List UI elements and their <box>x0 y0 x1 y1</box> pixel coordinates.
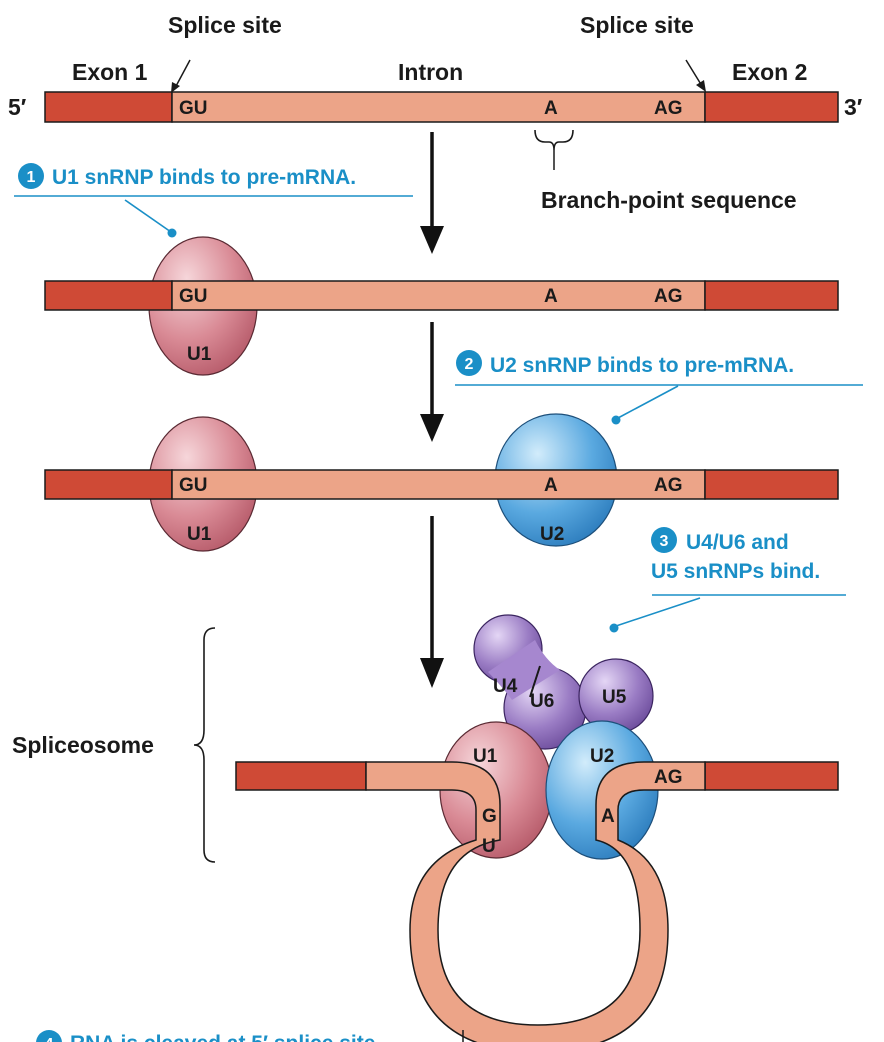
five-prime-label: 5′ <box>8 94 27 120</box>
arrow-1-head <box>420 226 444 254</box>
exon1-segment-spliceosome <box>235 761 367 791</box>
ag-seq: AG <box>654 98 683 119</box>
exon2-segment <box>704 280 839 311</box>
splice-site-right-label: Splice site <box>580 12 694 38</box>
intron-loop <box>365 761 706 1042</box>
exon1-segment <box>44 469 173 500</box>
u6-label: U6 <box>530 691 554 712</box>
exon2-label: Exon 2 <box>732 59 807 85</box>
step3-text-line2: U5 snRNPs bind. <box>651 560 820 583</box>
pre-mrna-row-2: GU A AG U1 <box>44 236 839 376</box>
exon2-segment-spliceosome <box>704 761 839 791</box>
pre-mrna-row-3: GU A AG U1 U2 <box>44 413 839 552</box>
intron-label: Intron <box>398 59 463 85</box>
u4-label: U4 <box>493 676 518 697</box>
exon2-segment <box>704 469 839 500</box>
branch-point-brace <box>534 129 574 151</box>
exon1-segment <box>44 91 173 123</box>
g-seq-spliceosome: G <box>482 806 497 827</box>
u1-label-row2: U1 <box>187 344 212 365</box>
step3-leader <box>615 597 701 627</box>
step2-text: U2 snRNP binds to pre-mRNA. <box>490 354 794 377</box>
step1-leader <box>124 199 172 233</box>
step4-text: RNA is cleaved at 5′ splice site. <box>70 1032 381 1042</box>
splice-site-right-pointer <box>685 59 703 87</box>
gu-seq: GU <box>179 475 208 496</box>
u4-u6-snrnp: U4 U6 <box>473 614 587 750</box>
step3-leader-dot <box>609 623 619 633</box>
a-seq: A <box>544 98 558 119</box>
u4-u6-neck <box>488 640 560 700</box>
step1-leader-dot <box>167 228 177 238</box>
gu-seq: GU <box>179 286 208 307</box>
exon1-segment <box>44 280 173 311</box>
u5-snrnp: U5 <box>578 658 654 734</box>
step4-number-badge <box>36 1030 62 1042</box>
step2-leader-dot <box>611 415 621 425</box>
step3-number-badge <box>651 527 677 553</box>
splice-site-left-arrowhead <box>171 82 180 93</box>
step3-number: 3 <box>660 533 669 550</box>
ag-seq: AG <box>654 475 683 496</box>
step2-number-badge <box>456 350 482 376</box>
three-prime-label: 3′ <box>844 94 863 120</box>
u4-u6-slash <box>529 665 541 698</box>
a-seq: A <box>544 286 558 307</box>
step4-number: 4 <box>45 1036 54 1042</box>
intron-segment <box>171 280 706 311</box>
step1-number: 1 <box>27 169 36 186</box>
splice-site-left-pointer <box>174 59 191 89</box>
u2-label-row3: U2 <box>540 524 564 545</box>
intron-segment <box>171 91 706 123</box>
exon1-label: Exon 1 <box>72 59 148 85</box>
step1-number-badge <box>18 163 44 189</box>
u2-label-spliceosome: U2 <box>590 746 614 767</box>
step2-leader <box>617 385 679 419</box>
spliceosome-brace <box>193 627 216 863</box>
step2-number: 2 <box>465 356 474 373</box>
splice-site-left-label: Splice site <box>168 12 282 38</box>
spliceosome-label: Spliceosome <box>12 732 154 758</box>
u-seq-spliceosome: U <box>482 836 496 857</box>
u5-label: U5 <box>602 687 627 708</box>
arrow-2-head <box>420 414 444 442</box>
u1-label-spliceosome: U1 <box>473 746 498 767</box>
ag-seq-spliceosome: AG <box>654 767 683 788</box>
splice-site-right-arrowhead <box>696 80 706 92</box>
a-seq-spliceosome: A <box>601 806 615 827</box>
pre-mrna-row-1: GU A AG <box>44 91 839 123</box>
exon2-segment <box>704 91 839 123</box>
gu-seq: GU <box>179 98 208 119</box>
branch-point-label: Branch-point sequence <box>541 187 797 213</box>
intron-segment <box>171 469 706 500</box>
step1-text: U1 snRNP binds to pre-mRNA. <box>52 166 356 189</box>
step3-text-line1: U4/U6 and <box>686 531 789 554</box>
a-seq: A <box>544 475 558 496</box>
ag-seq: AG <box>654 286 683 307</box>
u1-label-row3: U1 <box>187 524 212 545</box>
arrow-3-head <box>420 658 444 688</box>
